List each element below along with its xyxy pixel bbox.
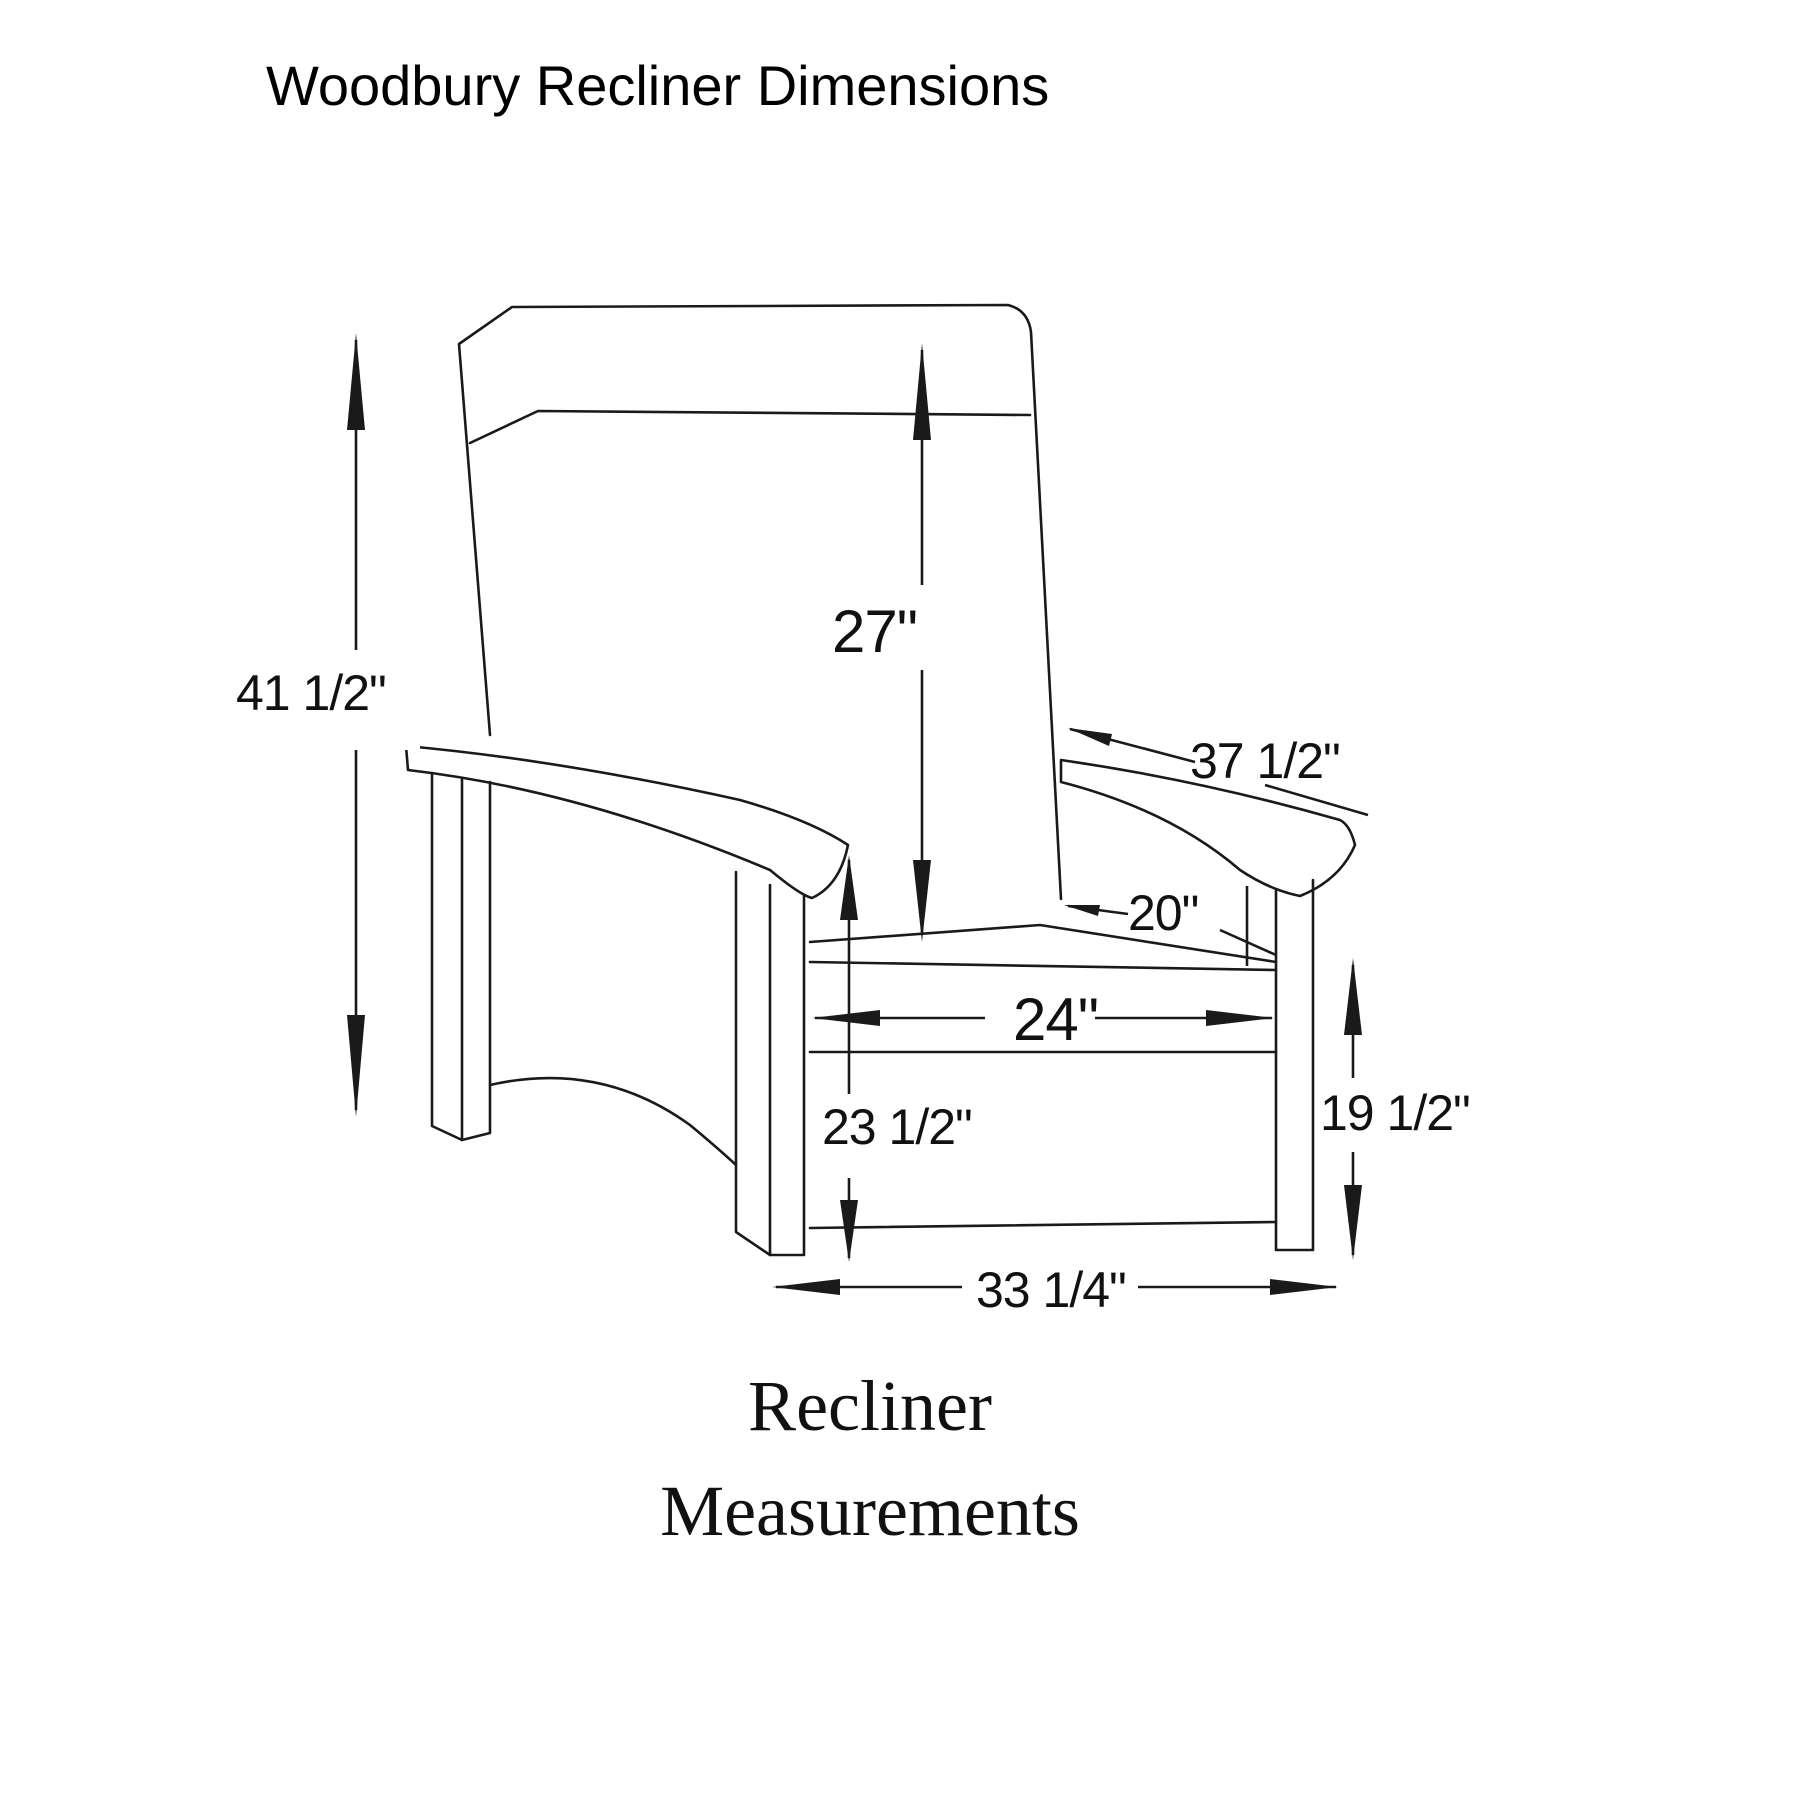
dimension-seat-height: 19 1/2" [1320,958,1495,1260]
backrest [457,303,1063,901]
recliner-outline [404,303,1357,1257]
left-side-panel [488,1076,738,1167]
label-seat-depth: 20" [1128,885,1198,941]
label-overall-depth: 37 1/2" [1190,733,1340,789]
label-overall-width: 33 1/4" [976,1262,1126,1318]
dimension-seat-width: 24" [812,986,1274,1053]
dimension-arm-height: 23 1/2" [818,855,1004,1262]
label-back-height: 27" [832,598,917,665]
caption-line-1: Recliner [748,1366,992,1446]
right-front-leg [1274,878,1315,1252]
label-seat-height: 19 1/2" [1320,1085,1470,1141]
dimension-overall-depth: 37 1/2" [1068,727,1369,817]
left-arm-pad [404,744,850,900]
caption-line-2: Measurements [660,1471,1080,1551]
seat-cushion-top [808,923,1278,964]
dimension-back-height: 27" [828,343,968,942]
label-overall-height: 41 1/2" [236,665,386,721]
dimension-overall-height: 41 1/2" [230,333,420,1117]
apron-bottom [808,1220,1278,1230]
page-title: Woodbury Recliner Dimensions [266,54,1050,117]
headrest-band [468,409,1032,445]
dimension-seat-depth: 20" [1064,885,1277,966]
seat-front-top [808,960,1278,972]
label-arm-height: 23 1/2" [822,1099,972,1155]
label-seat-width: 24" [1013,986,1098,1053]
right-arm-pad [1059,758,1357,898]
diagram-caption: Recliner Measurements [660,1366,1080,1551]
dimension-overall-width: 33 1/4" [772,1262,1338,1318]
